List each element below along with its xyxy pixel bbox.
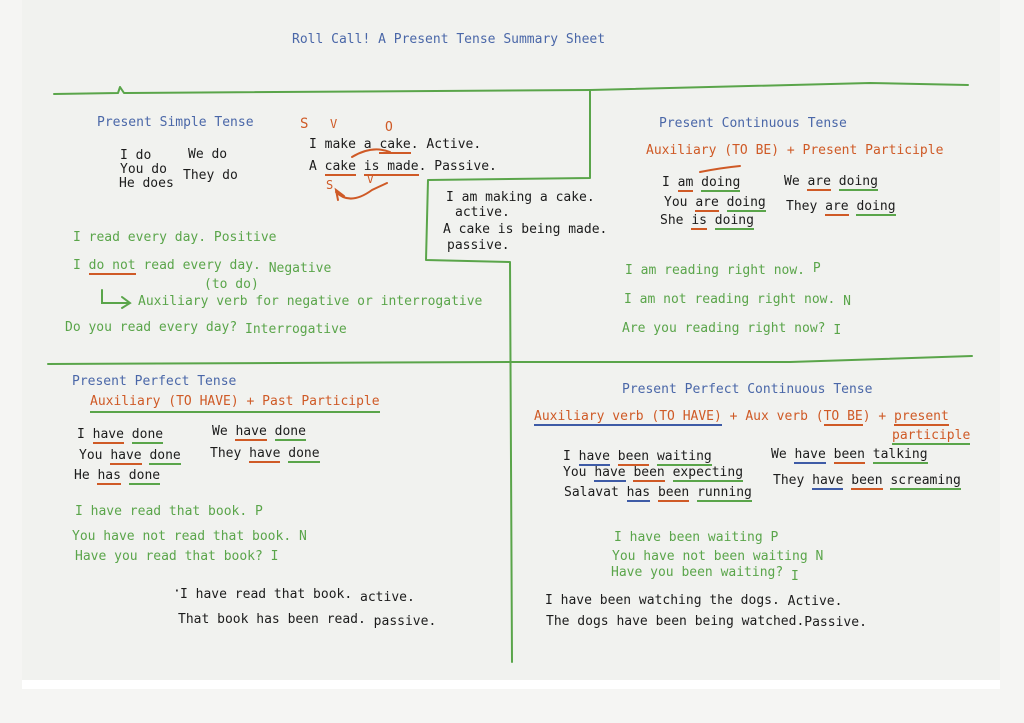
simple-pron-3: He does bbox=[119, 176, 174, 191]
pc-conj-5: They have been screaming bbox=[773, 473, 961, 490]
pc-interrogative: Have you been waiting? I bbox=[611, 565, 799, 584]
simple-arrow-note: Auxiliary verb for negative or interroga… bbox=[138, 294, 483, 309]
pc-positive: I have been waiting P bbox=[614, 530, 779, 545]
passive-arrow-2 bbox=[335, 182, 388, 200]
simple-active-sentence: I make a cake. Active. bbox=[309, 137, 482, 154]
perf-conj-1: I have done bbox=[77, 427, 164, 444]
simple-heading: Present Simple Tense bbox=[97, 115, 254, 130]
perfect-continuous-heading: Present Perfect Continuous Tense bbox=[622, 382, 873, 397]
perfect-continuous-formula: Auxiliary verb (TO HAVE) + Aux verb (TO … bbox=[534, 409, 949, 426]
perf-passive: That book has been read. passive. bbox=[178, 612, 437, 629]
cont-active-sentence: I am making a cake. bbox=[446, 190, 595, 205]
simple-to-do: (to do) bbox=[204, 277, 259, 292]
cont-negative: I am not reading right now. N bbox=[624, 292, 851, 309]
simple-pron-5: They do bbox=[183, 168, 238, 183]
continuous-formula: Auxiliary (TO BE) + Present Participle bbox=[646, 143, 944, 158]
perf-conj-2: You have done bbox=[79, 448, 181, 465]
continuous-arrow bbox=[699, 165, 741, 173]
perfect-continuous-formula-2: participle bbox=[892, 428, 971, 445]
cont-passive-sentence: A cake is being made. bbox=[443, 222, 608, 237]
cont-conj-3: She is doing bbox=[660, 213, 754, 230]
simple-positive: I read every day. Positive bbox=[73, 230, 277, 245]
top-divider-line bbox=[53, 82, 969, 95]
page-title: Roll Call! A Present Tense Summary Sheet bbox=[292, 32, 606, 47]
cont-positive: I am reading right now. P bbox=[625, 261, 821, 278]
svo-v: V bbox=[330, 117, 338, 131]
cont-active-tag: active. bbox=[455, 205, 510, 220]
svo-v2: V bbox=[367, 173, 374, 186]
cont-conj-2: You are doing bbox=[664, 195, 766, 212]
simple-arrow bbox=[101, 289, 132, 309]
pc-conj-4: We have been talking bbox=[771, 447, 928, 464]
perf-negative: You have not read that book. N bbox=[72, 529, 307, 544]
bullet-dot: · bbox=[173, 584, 181, 599]
perf-conj-4: We have done bbox=[212, 424, 306, 441]
svo-s2: S bbox=[326, 178, 334, 192]
cont-conj-1: I am doing bbox=[662, 175, 741, 192]
perf-active: I have read that book. active. bbox=[180, 587, 415, 605]
cont-interrogative: Are you reading right now? I bbox=[622, 321, 842, 338]
pc-conj-3: Salavat has been running bbox=[564, 485, 752, 502]
perf-positive: I have read that book. P bbox=[75, 504, 263, 519]
pc-conj-2: You have been expecting bbox=[563, 465, 744, 482]
pc-negative: You have not been waiting N bbox=[612, 549, 824, 564]
pc-active: I have been watching the dogs. Active. bbox=[545, 593, 843, 609]
passive-arrow bbox=[351, 148, 391, 158]
perf-interrogative: Have you read that book? I bbox=[75, 549, 279, 564]
perfect-formula: Auxiliary (TO HAVE) + Past Participle bbox=[90, 394, 380, 413]
svo-o: O bbox=[385, 120, 393, 135]
cont-conj-5: They are doing bbox=[786, 199, 896, 216]
simple-pron-4: We do bbox=[188, 147, 228, 162]
simple-pron-1: I do bbox=[120, 148, 152, 163]
upper-vertical-line bbox=[425, 89, 591, 663]
cont-conj-4: We are doing bbox=[784, 174, 878, 191]
pc-conj-1: I have been waiting bbox=[563, 449, 712, 466]
perf-conj-3: He has done bbox=[74, 468, 161, 485]
pc-passive: The dogs have been being watched.Passive… bbox=[546, 614, 867, 630]
middle-divider-line bbox=[47, 355, 973, 365]
perf-conj-5: They have done bbox=[210, 446, 320, 463]
simple-passive-sentence: A cake is made. Passive. bbox=[309, 159, 497, 176]
simple-negative: I do not read every day. Negative bbox=[73, 258, 332, 276]
cont-passive-tag: passive. bbox=[447, 238, 510, 253]
svo-s: S bbox=[300, 116, 309, 132]
bottom-strip bbox=[22, 680, 1000, 689]
simple-interrogative: Do you read every day? Interrogative bbox=[65, 320, 347, 337]
perfect-heading: Present Perfect Tense bbox=[72, 374, 237, 389]
simple-pron-2: You do bbox=[120, 162, 167, 177]
continuous-heading: Present Continuous Tense bbox=[659, 116, 847, 131]
